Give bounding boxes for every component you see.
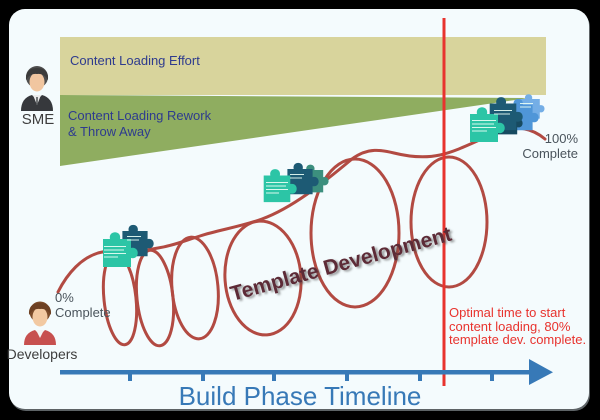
- effort-band-label: Content Loading Effort: [70, 53, 200, 68]
- hundred-percent-line1: 100%: [544, 131, 578, 146]
- timeline-line: [60, 370, 534, 375]
- build-phase-timeline-label: Build Phase Timeline: [178, 381, 422, 411]
- puzzle-microtext: [472, 103, 533, 132]
- timeline-ticks: [128, 372, 494, 381]
- timeline-tick: [272, 372, 276, 381]
- optimal-annotation-line1: Optimal time to start: [449, 305, 566, 320]
- hundred-percent-complete-label: 100%Complete: [500, 131, 578, 161]
- timeline-tick: [201, 372, 205, 381]
- timeline-tick: [490, 372, 494, 381]
- puzzle-microtext: [266, 174, 304, 194]
- build-phase-timeline-axis: [60, 359, 553, 385]
- puzzle-cluster-middle: [263, 162, 329, 203]
- business-person-icon: [21, 66, 53, 111]
- puzzle-cluster-start: [103, 224, 154, 267]
- rework-band-label: Content Loading Rework& Throw Away: [68, 108, 211, 140]
- rework-band-label-line1: Content Loading Rework: [68, 108, 212, 123]
- content-loading-rework-band: [60, 95, 529, 166]
- zero-percent-line1: 0%: [55, 290, 74, 305]
- timeline-tick: [418, 372, 422, 381]
- timeline-arrowhead-icon: [529, 359, 553, 385]
- puzzle-cluster-end: [470, 94, 545, 142]
- timeline-tick: [345, 372, 349, 381]
- zero-percent-line2: Complete: [55, 305, 111, 320]
- optimal-annotation-line3: template dev. complete.: [449, 332, 587, 347]
- developer-person-icon: [24, 301, 56, 345]
- spiral-loop: [409, 155, 489, 289]
- spiral-loop: [309, 157, 401, 309]
- content-loading-effort-band: [60, 37, 546, 95]
- sme-label: SME: [21, 111, 55, 128]
- spiral-loop: [134, 248, 176, 348]
- timeline-tick: [128, 372, 132, 381]
- optimal-annotation-line2: content loading, 80%: [449, 318, 571, 334]
- puzzle-microtext: [104, 236, 141, 258]
- spiral-loop: [170, 235, 220, 341]
- zero-percent-complete-label: 0%Complete: [55, 290, 111, 320]
- hundred-percent-line2: Complete: [522, 146, 578, 161]
- developers-label: Developers: [6, 346, 78, 362]
- rework-band-label-line2: & Throw Away: [68, 124, 151, 139]
